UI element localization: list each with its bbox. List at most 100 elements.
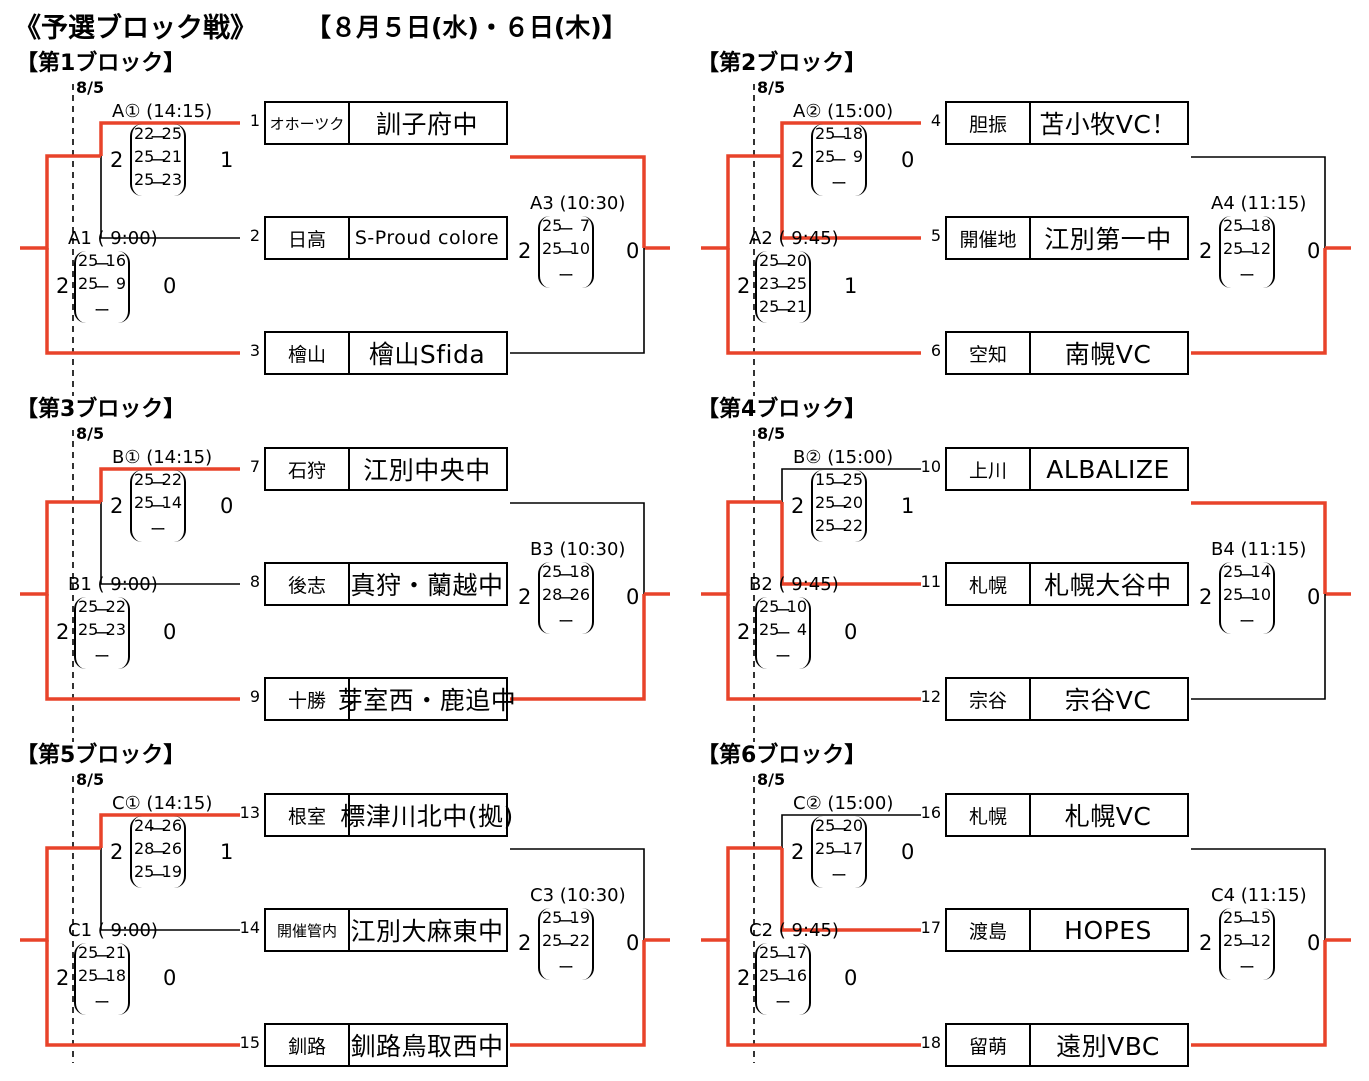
set-dash: ー	[774, 278, 791, 297]
set-dash: ー	[774, 624, 791, 643]
set-score-a: 25	[78, 966, 99, 985]
set-dash: ー	[1238, 612, 1255, 631]
match-label: C② (15:00)	[793, 793, 894, 814]
match-sets-won: 2	[56, 966, 70, 990]
match-sets-lost: 0	[844, 966, 858, 990]
set-score-b: 20	[842, 816, 863, 835]
set-score-b: 16	[105, 251, 126, 270]
team-seed: 3	[249, 341, 260, 360]
set-score-row: 25 ー 18	[1221, 216, 1273, 239]
set-score-row: 25 ー 22	[132, 470, 184, 493]
team-name: 札幌大谷中	[1044, 571, 1172, 600]
set-score-row: ー	[132, 516, 184, 539]
set-score-a: 25	[134, 470, 155, 489]
team-seed: 17	[920, 918, 941, 937]
set-score-row: ー	[1221, 262, 1273, 285]
set-scores: 25 ー 10 25 ー 4 ー	[755, 597, 811, 669]
team-seed: 6	[930, 341, 941, 360]
set-score-row: 23 ー 25	[757, 274, 809, 297]
team-region: 檜山	[266, 333, 350, 373]
set-score-row: 25 ー 9	[813, 147, 865, 170]
winner-path	[780, 121, 921, 156]
team-region: 十勝	[266, 679, 350, 719]
team-row: 開催管内 江別大麻東中	[264, 908, 508, 952]
set-score-a: 25	[1223, 908, 1244, 927]
match-label: A1 ( 9:00)	[68, 228, 158, 249]
match-label: A3 (10:30)	[530, 193, 626, 214]
set-score-row: 28 ー 26	[540, 585, 592, 608]
set-score-b: 15	[1250, 908, 1271, 927]
set-score-row: 25 ー 15	[1221, 908, 1273, 931]
team-row: 檜山 檜山Sfida	[264, 331, 508, 375]
match-sets-lost: 1	[220, 148, 234, 172]
team-row: 日高 S-Proud colore	[264, 216, 508, 260]
match-sets-lost: 0	[163, 620, 177, 644]
set-dash: ー	[1238, 935, 1255, 954]
set-score-b: 7	[579, 216, 590, 235]
match-label: A② (15:00)	[793, 101, 894, 122]
set-dash: ー	[149, 497, 166, 516]
set-dash: ー	[830, 520, 847, 539]
set-score-a: 25	[78, 251, 99, 270]
set-score-row: 25 ー 10	[540, 239, 592, 262]
set-dash: ー	[149, 474, 166, 493]
match-sets-lost: 1	[844, 274, 858, 298]
set-score-b: 12	[1250, 931, 1271, 950]
set-score-b: 12	[1250, 239, 1271, 258]
set-score-row: 25 ー 22	[540, 931, 592, 954]
team-row: 宗谷 宗谷VC	[945, 677, 1189, 721]
set-score-a: 24	[134, 816, 155, 835]
block-date: 8/5	[76, 78, 105, 97]
team-name: 江別第一中	[1044, 225, 1172, 254]
set-score-row: ー	[540, 954, 592, 977]
bracket-path	[1191, 156, 1326, 248]
set-score-b: 22	[161, 470, 182, 489]
match-sets-lost: 0	[626, 931, 640, 955]
set-dash: ー	[774, 301, 791, 320]
set-scores: 25 ー 20 25 ー 17 ー	[811, 816, 867, 888]
team-name: 檜山Sfida	[368, 340, 486, 369]
winner-path	[726, 594, 921, 701]
winner-path	[701, 846, 782, 942]
block-title: 【第5ブロック】	[16, 743, 186, 768]
team-name: 江別中央中	[363, 456, 491, 485]
set-score-row: ー	[1221, 608, 1273, 631]
set-dash: ー	[774, 255, 791, 274]
winner-path	[701, 154, 782, 250]
set-score-b: 25	[161, 124, 182, 143]
set-dash: ー	[557, 566, 574, 585]
set-score-row: 25 ー 12	[1221, 931, 1273, 954]
match-label: B① (14:15)	[112, 447, 213, 468]
match-sets-won: 2	[56, 274, 70, 298]
set-score-a: 25	[759, 620, 780, 639]
set-score-row: ー	[76, 989, 128, 1012]
set-scores: 25 ー 19 25 ー 22 ー	[538, 908, 594, 980]
set-score-row: 25 ー 14	[132, 493, 184, 516]
winner-path	[1191, 501, 1327, 594]
team-seed: 13	[239, 803, 260, 822]
set-scores: 25 ー 20 23 ー 25 25 ー 21	[755, 251, 811, 323]
set-dash: ー	[1238, 589, 1255, 608]
set-scores: 25 ー 17 25 ー 16 ー	[755, 943, 811, 1015]
team-name: HOPES	[1064, 915, 1152, 945]
block-title: 【第2ブロック】	[697, 51, 867, 76]
set-dash: ー	[557, 589, 574, 608]
team-region: 日高	[266, 218, 350, 258]
team-region: オホーツク	[266, 103, 350, 143]
set-dash: ー	[557, 612, 574, 631]
set-dash: ー	[557, 958, 574, 977]
set-dash: ー	[149, 151, 166, 170]
set-score-row: 25 ー 21	[76, 943, 128, 966]
match-label: A① (14:15)	[112, 101, 213, 122]
team-region: 後志	[266, 564, 350, 604]
match-sets-lost: 1	[901, 494, 915, 518]
bracket-path	[100, 502, 240, 585]
set-dash: ー	[1238, 243, 1255, 262]
set-score-a: 25	[815, 493, 836, 512]
team-region: 開催管内	[266, 910, 350, 950]
set-score-a: 25	[759, 943, 780, 962]
match-sets-won: 2	[110, 148, 124, 172]
set-score-row: ー	[757, 989, 809, 1012]
set-score-b: 21	[161, 147, 182, 166]
